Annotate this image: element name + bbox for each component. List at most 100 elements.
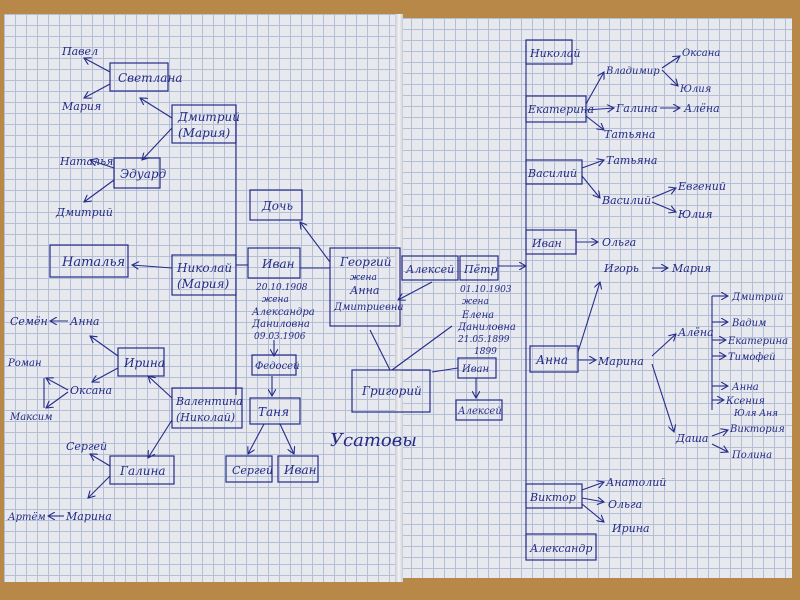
alyona-1-label: Алёна (683, 102, 720, 115)
oksana-label: Оксана (70, 384, 112, 397)
oksana-to-maxim-arrow (46, 391, 69, 408)
maria-label: Мария (671, 262, 711, 275)
nikolay-label: Николай (176, 261, 232, 275)
ivan-label: Иван (261, 257, 295, 271)
irina-label: Ирина (611, 522, 650, 535)
irina-to-anna-arrow (90, 336, 119, 357)
vasiliy-1-box (525, 159, 583, 185)
georgiy-box (329, 247, 401, 327)
svetlana-label: Светлана (118, 71, 183, 85)
valentina-to-galina-arrow (148, 419, 173, 458)
aleksey-2-box (455, 399, 503, 421)
igor-label: Игорь (603, 262, 639, 275)
valentina-to-irina-arrow (148, 376, 173, 399)
ivan-3-label: Иван (461, 364, 489, 375)
petr-wife-year: 1899 (474, 347, 497, 357)
grigoriy-to-ivan-line (431, 367, 459, 373)
marina-to-alyona-arrow (651, 334, 676, 357)
oksana-to-roman-arrow (46, 378, 69, 391)
tatyana-2-label: Татьяна (606, 154, 657, 167)
vasiliy-2-label: Василий (601, 194, 651, 207)
yuliya-anna-label: Юля Аня (733, 409, 778, 419)
grigoriy-label: Григорий (361, 384, 422, 398)
sergey-1-label: Сергей (66, 440, 107, 453)
viktor-to-irina-arrow (581, 503, 604, 522)
polina-label: Полина (731, 450, 772, 461)
nikolay-to-natalya-arrow (132, 265, 173, 268)
eduard-to-dmitriy-arrow (84, 179, 115, 202)
sergey-2-label: Сергей (232, 464, 273, 477)
olga-1-label: Ольга (602, 236, 636, 249)
doch-box (249, 189, 303, 221)
dmitriy-to-svetlana-arrow (140, 98, 173, 119)
aleksey-2-label: Алексей (457, 406, 502, 417)
ivan-2-label: Иван (283, 463, 317, 477)
fedosey-label: Федосей (255, 361, 300, 372)
left-page-tree: Светлана Павел Мария Дмитрий (Мария) Эду… (7, 45, 453, 523)
georgiy-wife-name: Анна (349, 284, 379, 297)
doch-label: Дочь (261, 199, 293, 213)
georgiy-label: Георгий (339, 255, 391, 269)
roman-label: Роман (7, 358, 42, 369)
ivan-2-box (277, 455, 319, 483)
maria-1-label: Мария (61, 100, 101, 113)
vladimir-to-yuliya-arrow (661, 69, 678, 86)
yuliya-1-label: Юлия (679, 84, 711, 95)
vasiliy-to-evgeniy-arrow (651, 188, 676, 199)
viktor-to-anatoliy-arrow (581, 482, 604, 491)
natalya-1-label: Наталья (59, 155, 113, 168)
dmitriy-label: Дмитрий (177, 110, 240, 124)
left-notebook-page (4, 14, 397, 582)
dmitriy-spouse-label: (Мария) (178, 126, 230, 140)
eduard-to-natalya-arrow (90, 160, 115, 169)
anna-to-igor-arrow (577, 282, 600, 353)
irina-box (117, 347, 165, 377)
alyona-2-label: Алёна (677, 326, 714, 339)
anna-box (529, 345, 579, 373)
aleksandr-box (525, 533, 597, 561)
ekaterina-label: Екатерина (527, 103, 594, 116)
svetlana-to-maria-arrow (84, 83, 111, 98)
eduard-label: Эдуард (120, 167, 167, 181)
timofey-label: Тимофей (728, 352, 776, 363)
ekaterina-box (525, 95, 587, 123)
petr-wife-date: 21.05.1899 (457, 335, 510, 345)
viktoriya-label: Виктория (729, 424, 785, 435)
ivan-wife-caption: жена (262, 295, 289, 305)
vasiliy-1-label: Василий (527, 167, 577, 180)
grigoriy-to-georgiy-line (369, 329, 391, 371)
vladimir-label: Владимир (605, 66, 660, 77)
ekaterina-2-label: Екатерина (727, 336, 788, 347)
nikolay-spouse-label: (Мария) (177, 277, 229, 291)
pavel-label: Павел (61, 45, 98, 58)
dmitriy-2-label: Дмитрий (55, 206, 113, 219)
viktor-box (525, 483, 583, 509)
ivan-wife-name: Александра (251, 307, 315, 318)
ekaterina-to-vladimir-arrow (585, 72, 604, 105)
petr-wife-caption: жена (462, 297, 489, 307)
aleksey-1-label: Алексей (405, 263, 454, 276)
georgiy-wife-patronymic: Дмитриевна (333, 302, 404, 313)
eduard-box (113, 157, 161, 189)
natalya-2-label: Наталья (61, 255, 125, 270)
svetlana-to-pavel-arrow (84, 58, 111, 73)
marina-1-label: Марина (65, 510, 112, 523)
olga-2-label: Ольга (608, 498, 642, 511)
natalya-box (49, 244, 129, 278)
svetlana-box (109, 62, 169, 92)
kseniya-label: Ксения (725, 396, 765, 407)
marina-to-dasha-arrow (651, 363, 674, 432)
tanya-label: Таня (258, 405, 289, 419)
grigoriy-to-petr-line (391, 325, 453, 371)
aleksey-link-arrow (398, 281, 433, 300)
grigoriy-box (351, 369, 431, 413)
anatoliy-label: Анатолий (605, 476, 666, 489)
ivan-birthdate: 20.10.1908 (255, 283, 308, 293)
nikolay-maria-box (171, 254, 237, 296)
dmitriy-label: Дмитрий (731, 292, 784, 303)
valentina-nikolay-box (171, 387, 243, 429)
fedosey-box (251, 354, 297, 376)
aleksandr-label: Александр (529, 542, 592, 555)
galina-to-marina-arrow (88, 475, 111, 498)
